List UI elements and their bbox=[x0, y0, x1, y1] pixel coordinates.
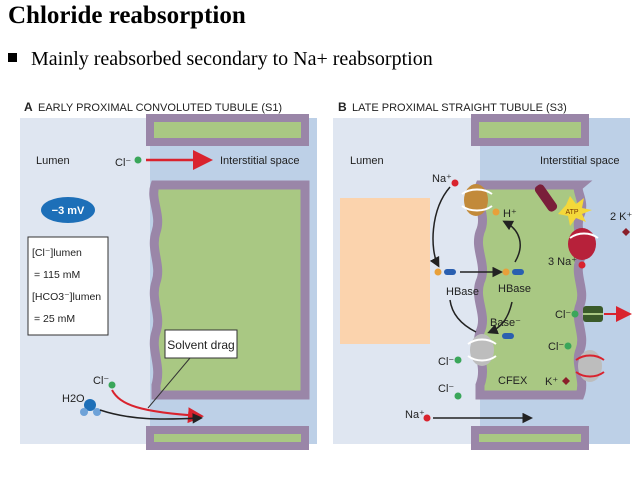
panel-a-letter: A bbox=[24, 100, 33, 114]
conc-cl-label: [Cl⁻]lumen bbox=[32, 247, 82, 259]
base-minus-label: Base⁻ bbox=[490, 317, 521, 329]
panel-b-lumen-label: Lumen bbox=[350, 155, 384, 167]
cl-basolateral-label-1: Cl⁻ bbox=[555, 309, 571, 321]
cfex-label: CFEX bbox=[498, 375, 528, 387]
hbase-left-base bbox=[444, 269, 456, 275]
conc-cl-value: = 115 mM bbox=[34, 269, 80, 281]
na-k-pump-icon bbox=[568, 228, 599, 260]
panel-a-h2o: H2O bbox=[62, 393, 85, 405]
hbase-right-base bbox=[512, 269, 524, 275]
atp-label: ATP bbox=[565, 209, 578, 216]
atp-icon: ATP bbox=[558, 196, 592, 226]
cfex-link-arrow bbox=[449, 299, 477, 333]
three-na-ion bbox=[578, 261, 586, 269]
panel-a-lumen-label: Lumen bbox=[36, 155, 70, 167]
k-plus-ion bbox=[562, 377, 570, 385]
cl-basolateral-ion-2 bbox=[564, 342, 572, 350]
base-minus-icon bbox=[502, 333, 514, 339]
bullet-square-icon bbox=[8, 53, 17, 62]
na-to-hbase-arrow bbox=[429, 186, 451, 268]
cl-basolateral-ion-1 bbox=[571, 310, 579, 318]
cfex-cl-label: Cl⁻ bbox=[438, 356, 454, 368]
kcl-cotransporter-icon bbox=[575, 350, 605, 382]
na-top-label: Na⁺ bbox=[432, 173, 452, 185]
panel-b-letter: B bbox=[338, 100, 347, 114]
paracellular-na-label: Na⁺ bbox=[405, 409, 425, 421]
base-return-arrow bbox=[487, 301, 513, 335]
panel-a-interstitial-label: Interstitial space bbox=[220, 155, 299, 167]
paracellular-cl-ion bbox=[454, 392, 462, 400]
panel-a-water-arrow bbox=[99, 409, 203, 424]
na-top-ion bbox=[451, 179, 459, 187]
hbase-to-h-arrow bbox=[502, 220, 521, 263]
water-molecule-icon bbox=[80, 399, 101, 416]
cfex-cl-ion bbox=[454, 356, 462, 364]
solvent-drag-pointer bbox=[147, 357, 191, 409]
h-plus-label: H⁺ bbox=[503, 208, 517, 220]
panel-b-highlight-box bbox=[340, 198, 430, 344]
paracellular-na-ion bbox=[423, 414, 431, 422]
atpase-handle-icon bbox=[534, 184, 558, 212]
panel-b-top-cell bbox=[471, 114, 589, 146]
na-h-exchanger-icon bbox=[461, 184, 493, 216]
panel-b: B LATE PROXIMAL STRAIGHT TUBULE (S3) Lum… bbox=[333, 100, 633, 450]
concentration-box bbox=[27, 236, 109, 336]
panel-a-cl-ion bbox=[134, 156, 142, 164]
panel-a-cl-label: Cl⁻ bbox=[115, 157, 131, 169]
panel-a: A EARLY PROXIMAL CONVOLUTED TUBULE (S1) … bbox=[20, 100, 317, 450]
solvent-drag-label: Solvent drag bbox=[167, 338, 234, 352]
slide-title: Chloride reabsorption bbox=[8, 2, 246, 29]
solvent-drag-box bbox=[164, 329, 238, 359]
hbase-right-label: HBase bbox=[498, 283, 531, 295]
conc-hco3-label: [HCO3⁻]lumen bbox=[32, 291, 101, 303]
panel-b-interstitial-label: Interstitial space bbox=[540, 155, 619, 167]
two-k-label: 2 K⁺ bbox=[610, 211, 633, 223]
hbase-right-h bbox=[502, 268, 510, 276]
bullet-text: Mainly reabsorbed secondary to Na+ reabs… bbox=[31, 48, 433, 70]
panel-a-heading: EARLY PROXIMAL CONVOLUTED TUBULE (S1) bbox=[38, 102, 282, 114]
panel-a-cell bbox=[149, 180, 310, 400]
panel-a-bottom-cl: Cl⁻ bbox=[93, 375, 109, 387]
three-na-label: 3 Na⁺ bbox=[548, 256, 577, 268]
panel-a-bottom-cell bbox=[146, 426, 309, 450]
panel-a-bottom-cl-ion bbox=[108, 381, 116, 389]
panel-b-bottom-cell bbox=[471, 426, 589, 450]
conc-hco3-value: = 25 mM bbox=[34, 313, 75, 325]
hbase-left-h bbox=[434, 268, 442, 276]
hbase-left-label: HBase bbox=[446, 286, 479, 298]
voltage-label: −3 mV bbox=[52, 205, 85, 217]
cl-basolateral-label-2: Cl⁻ bbox=[548, 341, 564, 353]
k-ion-diamond bbox=[622, 228, 630, 236]
bullet-point: Mainly reabsorbed secondary to Na+ reabs… bbox=[8, 48, 433, 71]
voltage-badge bbox=[41, 197, 95, 223]
k-plus-label: K⁺ bbox=[545, 376, 558, 388]
panel-a-cl-drag-arrow bbox=[111, 389, 204, 424]
cfex-transporter-icon bbox=[467, 334, 497, 366]
panel-b-heading: LATE PROXIMAL STRAIGHT TUBULE (S3) bbox=[352, 102, 567, 114]
cl-channel-icon bbox=[583, 306, 603, 322]
h-ion bbox=[492, 208, 500, 216]
paracellular-cl-label: Cl⁻ bbox=[438, 383, 454, 395]
panel-a-top-cell bbox=[146, 114, 309, 146]
